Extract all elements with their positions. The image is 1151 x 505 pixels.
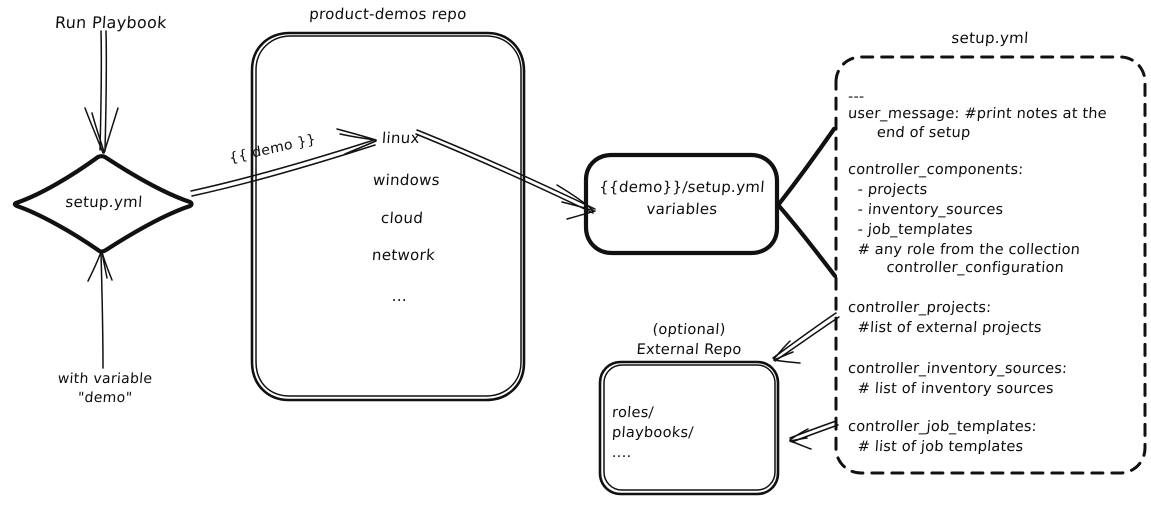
setup-yml-panel-title: setup.yml	[950, 29, 1030, 47]
run-playbook-arrow	[84, 30, 119, 154]
repo-item-ellipsis: ...	[391, 287, 408, 305]
setup-yml-panel-line-9: controller_configuration	[847, 260, 1065, 276]
setup-yml-panel-line-2: end of setup	[847, 125, 971, 141]
setup-yml-panel-line-11: controller_projects:	[847, 300, 992, 316]
external-repo-item-playbooks: playbooks/	[611, 425, 695, 441]
setup-yml-panel-line-14: controller_inventory_sources:	[847, 361, 1068, 377]
setup-yml-panel-line-7: - job_templates	[847, 222, 974, 238]
projects-to-external-repo-arrow	[772, 312, 840, 364]
job-templates-to-external-repo-arrow	[789, 420, 839, 450]
repo-item-linux: linux	[381, 129, 421, 147]
run-playbook-label: Run Playbook	[54, 13, 168, 32]
setup-yml-panel-line-5: - projects	[847, 182, 928, 198]
with-variable-label-line1: with variable	[57, 371, 153, 387]
repo-item-cloud: cloud	[380, 209, 424, 227]
external-repo-item-roles: roles/	[611, 405, 655, 421]
variables-box-line1: {{demo}}/setup.yml	[598, 178, 766, 196]
setup-yml-panel-line-15: # list of inventory sources	[847, 381, 1055, 397]
external-repo-title-line1: (optional)	[651, 322, 727, 338]
setup-yml-panel-line-18: # list of job templates	[847, 439, 1024, 455]
variables-to-setup-connector	[776, 126, 838, 279]
setup-yml-panel-border	[834, 55, 1147, 475]
setup-yml-panel-line-8: # any role from the collection	[847, 242, 1081, 258]
setup-yml-panel-line-12: #list of external projects	[847, 320, 1043, 336]
setup-yml-panel-line-17: controller_job_templates:	[847, 419, 1038, 435]
with-variable-arrow	[87, 251, 113, 369]
linux-to-variables-arrow	[415, 129, 596, 220]
product-demos-repo-box	[250, 31, 526, 402]
repo-item-windows: windows	[372, 171, 441, 189]
with-variable-label-line2: "demo"	[77, 390, 133, 406]
external-repo-box	[598, 360, 780, 496]
setup-yml-panel-line-6: - inventory_sources	[847, 202, 1004, 218]
setup-yml-diamond-label: setup.yml	[64, 193, 144, 211]
setup-yml-panel-line-4: controller_components:	[847, 162, 1024, 178]
variables-box	[583, 152, 780, 256]
setup-yml-diamond	[12, 154, 194, 254]
setup-yml-panel-line-1: user_message: #print notes at the	[847, 106, 1108, 122]
variables-box-line2: variables	[645, 200, 719, 218]
external-repo-item-ellipsis: ....	[611, 445, 633, 461]
demo-edge-arrow	[190, 128, 377, 197]
external-repo-title-line2: External Repo	[635, 342, 743, 358]
product-demos-repo-title: product-demos repo	[308, 5, 468, 23]
repo-item-network: network	[371, 246, 436, 264]
